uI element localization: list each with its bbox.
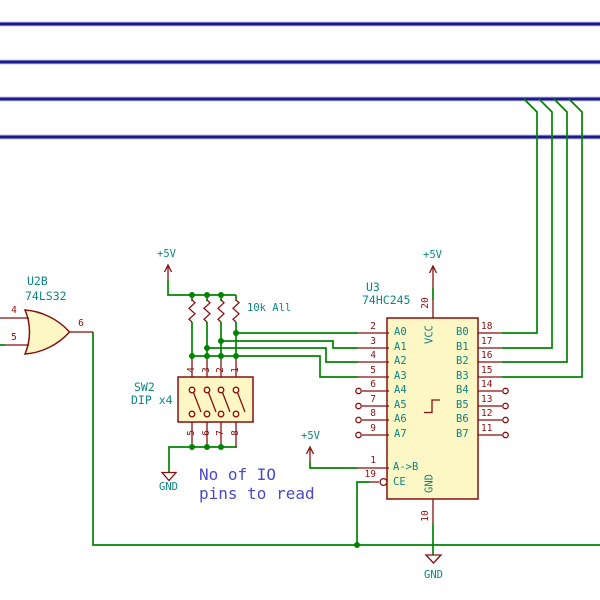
ic-pin-number: 11 xyxy=(481,423,493,434)
ic-pin-name: A3 xyxy=(394,370,407,382)
sw-bottom-pin-number: 8 xyxy=(230,430,241,436)
gnd-label-switch: GND xyxy=(159,481,178,493)
or-gate-pin5-number: 5 xyxy=(11,332,17,343)
ic-pin-number: 2 xyxy=(370,321,376,332)
ic-pin-number: 17 xyxy=(481,336,493,347)
sw-top-pin-number: 3 xyxy=(201,367,212,373)
sw-top-pin-number: 4 xyxy=(186,367,197,373)
ic-ref: U3 xyxy=(366,280,380,294)
sw-top-pin-number: 1 xyxy=(230,367,241,373)
ic-enable-pin-name: CE xyxy=(393,476,406,488)
sw-bottom-pin-number: 7 xyxy=(215,430,226,436)
pullup-value-label: 10k All xyxy=(247,302,292,314)
ic-pin-name: A4 xyxy=(394,384,407,396)
ic-pin-number: 13 xyxy=(481,394,493,405)
gnd-symbol-switch xyxy=(160,471,178,482)
ic-pin-name: A1 xyxy=(394,341,407,353)
or-gate-ref: U2B xyxy=(27,274,48,288)
ic-gnd-pin-name: GND xyxy=(423,474,436,493)
pullup-power-label: +5V xyxy=(157,248,176,260)
ic-vcc-pin-number: 20 xyxy=(420,297,431,309)
ic-pin-number: 18 xyxy=(481,321,493,332)
ic-pin-number: 7 xyxy=(370,394,376,405)
gnd-symbol-ic xyxy=(424,554,443,564)
wires xyxy=(0,98,600,555)
ic-pin-name: A5 xyxy=(394,399,407,411)
junction-dots xyxy=(189,292,360,548)
pins-and-symbols xyxy=(0,263,509,564)
ic-pin-number: 15 xyxy=(481,365,493,376)
or-gate-value: 74LS32 xyxy=(25,289,67,303)
ic-pin-name: B6 xyxy=(456,413,469,425)
ic-enable-pin-number: 19 xyxy=(364,469,376,480)
or-gate-body xyxy=(23,309,71,355)
sw-bottom-pin-number: 6 xyxy=(201,430,212,436)
annotation-line-2: pins to read xyxy=(199,484,315,503)
ic-pin-number: 6 xyxy=(370,379,376,390)
ic-pin-name: B3 xyxy=(456,370,469,382)
ic-vcc-power-label: +5V xyxy=(423,249,442,261)
ic-pin-number: 3 xyxy=(370,336,376,347)
ic-pin-name: B5 xyxy=(456,399,469,411)
sw-bottom-pin-number: 5 xyxy=(186,430,197,436)
ic-pin-name: B2 xyxy=(456,355,469,367)
sw-top-pin-number: 2 xyxy=(215,367,226,373)
or-gate-pin6-number: 6 xyxy=(78,318,84,329)
ic-dir-pin-name: A->B xyxy=(393,461,419,473)
ic-pin-number: 16 xyxy=(481,350,493,361)
ic-pin-name: B1 xyxy=(456,341,469,353)
ic-pin-number: 4 xyxy=(370,350,376,361)
ic-pin-name: A0 xyxy=(394,326,407,338)
dip-switch-ref: SW2 xyxy=(134,380,155,394)
ic-vcc-pin-name: VCC xyxy=(423,325,436,344)
ic-pin-number: 14 xyxy=(481,379,493,390)
ic-dir-power-label: +5V xyxy=(301,430,320,442)
or-gate-pin4-number: 4 xyxy=(11,305,17,316)
ic-gnd-pin-number: 10 xyxy=(420,510,431,522)
ic-pin-number: 12 xyxy=(481,408,493,419)
ic-pin-name: A2 xyxy=(394,355,407,367)
ic-dir-pin-number: 1 xyxy=(370,455,376,466)
ic-pin-number: 9 xyxy=(370,423,376,434)
ic-pin-number: 8 xyxy=(370,408,376,419)
gnd-label-ic: GND xyxy=(424,569,443,581)
ic-pin-name: B7 xyxy=(456,428,469,440)
dip-switch-value: DIP x4 xyxy=(131,393,173,407)
ic-pin-name: B0 xyxy=(456,326,469,338)
schmitt-trigger-icon xyxy=(424,399,440,414)
ic-pin-number: 5 xyxy=(370,365,376,376)
ic-pin-name: B4 xyxy=(456,384,469,396)
annotation-line-1: No of IO xyxy=(199,465,277,484)
bus-lines xyxy=(0,21,600,140)
ic-pin-name: A6 xyxy=(394,413,407,425)
ic-value: 74HC245 xyxy=(362,293,411,307)
ic-pin-name: A7 xyxy=(394,428,407,440)
